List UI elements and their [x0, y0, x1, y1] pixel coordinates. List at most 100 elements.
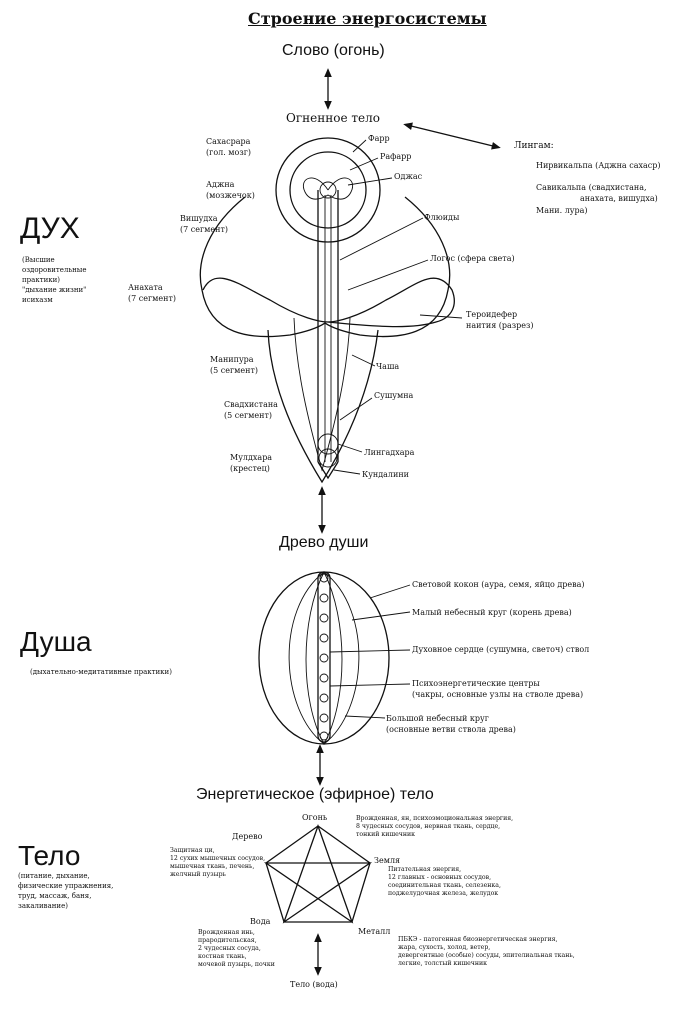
- chasha-cup: [267, 329, 379, 484]
- earth-note-2: 12 главных - основных сосудов,: [388, 874, 492, 881]
- lingam-item-1: Нирвикальпа (Аджна сахаср): [536, 161, 661, 170]
- pointer-lingadhara: [337, 443, 363, 453]
- word-fire-label: Слово (огонь): [282, 42, 385, 59]
- pointer-sushumna: [339, 397, 373, 421]
- chasha-inner: [293, 317, 351, 472]
- arrow-lingam: [403, 122, 501, 150]
- metal-note-3: девергентные (особые) сосуды, эпителиаль…: [398, 952, 575, 959]
- earth-note-1: Питательная энергия,: [388, 866, 462, 873]
- manipura-label: Манипура: [210, 355, 254, 364]
- pointer-cocoon: [369, 584, 411, 599]
- wood-note-1: Защитная ци,: [170, 847, 215, 854]
- fluids-label: Флюиды: [424, 213, 460, 222]
- wood-note-3: мышечная ткань, печень,: [170, 863, 255, 870]
- teroidefer-sub: наития (разрез): [466, 321, 534, 330]
- great-circle-sub: (основные ветви ствола древа): [386, 725, 516, 734]
- light-cocoon: [258, 571, 390, 745]
- ojas-petals: [302, 177, 354, 200]
- body-practice-4: закаливание): [18, 902, 68, 910]
- pointer-centers: [329, 683, 411, 687]
- logos-label: Логос (сфера света): [430, 254, 515, 263]
- water-note-4: костная ткань,: [198, 953, 247, 960]
- body-water-label: Тело (вода): [290, 980, 338, 989]
- sushumna-label: Сушумна: [374, 391, 414, 400]
- manipura-sub: (5 сегмент): [210, 366, 258, 375]
- pointer-rafarr: [349, 157, 379, 171]
- pointer-small-circle: [351, 611, 411, 621]
- spirit-practice-1: (Высшие: [22, 256, 55, 264]
- pointer-ojas: [347, 177, 393, 186]
- etheric-body-title: Энергетическое (эфирное) тело: [196, 786, 434, 803]
- water-note-3: 2 чудесных сосуда,: [198, 945, 261, 952]
- spirit-heading: ДУХ: [20, 212, 80, 245]
- rafarr-label: Рафарр: [380, 152, 412, 161]
- pointer-heart: [329, 649, 411, 653]
- page-title: Строение энергосистемы: [248, 9, 487, 28]
- five-elements-star: [263, 824, 373, 924]
- fire-note-2: 8 чудесных сосудов, нервная ткань, сердц…: [356, 823, 501, 830]
- body-practice-2: физические упражнения,: [18, 882, 114, 890]
- great-heavenly-circle: [305, 571, 343, 745]
- rafarr-circle: [289, 151, 367, 229]
- metal-note-2: жара, сухость, холод, ветер,: [398, 944, 491, 951]
- five-elements-pentagon: [265, 825, 371, 923]
- pointer-chasha: [351, 354, 376, 367]
- element-water: Вода: [250, 917, 271, 926]
- ojas-label: Оджас: [394, 172, 423, 181]
- pointer-teroidefer: [419, 314, 463, 319]
- element-fire: Огонь: [302, 813, 328, 822]
- soul-heading: Душа: [20, 626, 92, 657]
- farr-label: Фарр: [368, 134, 390, 143]
- wood-note-4: желчный пузырь: [170, 871, 226, 878]
- svadhisthana-label: Свадхистана: [224, 400, 278, 409]
- water-note-1: Врожденная инь,: [198, 929, 255, 936]
- teroidefer-shape: [202, 277, 455, 328]
- sahasrara-label: Сахасрара: [206, 137, 251, 146]
- lingam-item-2: Савикальпа (свадхистана,: [536, 183, 647, 192]
- svadhisthana-sub: (5 сегмент): [224, 411, 272, 420]
- muladhara-label: Мулдхара: [230, 453, 273, 462]
- metal-note-1: ПБКЭ - патогенная биоэнергетическая энер…: [398, 936, 558, 943]
- pointer-fluids: [339, 217, 424, 261]
- chasha-label: Чаша: [376, 362, 400, 371]
- lingadhara-label: Лингадхара: [364, 448, 415, 457]
- tree-of-soul-title: Древо души: [279, 534, 369, 551]
- body-practice-3: труд, массаж, баня,: [18, 892, 92, 900]
- soul-practices: (дыхательно-медитативные практики): [30, 668, 172, 676]
- water-note-2: прародительская,: [198, 937, 257, 944]
- sahasrara-sub: (гол. мозг): [206, 148, 252, 157]
- lingam-item-4: Мани. лура): [536, 206, 588, 215]
- lingadhara-circle: [317, 433, 339, 455]
- pointer-farr: [352, 139, 367, 153]
- pointer-great-circle: [344, 715, 386, 719]
- ojas-circle: [319, 181, 337, 199]
- small-heavenly-circle: [288, 571, 360, 745]
- kundalini-point: [317, 461, 339, 480]
- kundalini-label: Кундалини: [362, 470, 410, 479]
- kundalini-circle: [318, 448, 338, 468]
- spirit-practice-2: оздоровительные: [22, 266, 87, 274]
- spirit-practice-4: "дыхание жизни": [22, 286, 87, 294]
- lingam-item-3: анахата, вишудха): [580, 194, 658, 203]
- vishuddha-label: Вишудха: [180, 214, 218, 223]
- anahata-label: Анахата: [128, 283, 163, 292]
- muladhara-sub: (крестец): [230, 464, 270, 473]
- fiery-body-label: Огненное тело: [286, 111, 380, 125]
- pointer-logos: [347, 259, 429, 291]
- metal-note-4: легкие, толстый кишечник: [398, 960, 488, 967]
- element-earth: Земля: [374, 856, 401, 865]
- small-circle-label: Малый небесный круг (корень древа): [412, 608, 572, 617]
- fire-note-3: тонкий кишечник: [356, 831, 415, 838]
- spirit-practice-3: практики): [22, 276, 61, 284]
- farr-circle: [275, 137, 381, 243]
- psycho-centers-sub: (чакры, основные узлы на стволе древа): [412, 690, 584, 699]
- element-metal: Металл: [358, 927, 391, 936]
- earth-note-4: поджелудочная железа, желудок: [388, 890, 499, 897]
- great-circle-label: Большой небесный круг: [386, 714, 489, 723]
- psycho-centers-label: Психоэнергетические центры: [412, 679, 540, 688]
- teroidefer-label: Тероидефер: [466, 310, 518, 319]
- anahata-sub: (7 сегмент): [128, 294, 176, 303]
- wood-note-2: 12 сухих мышечных сосудов,: [170, 855, 266, 862]
- chakra-nodes: [319, 573, 329, 741]
